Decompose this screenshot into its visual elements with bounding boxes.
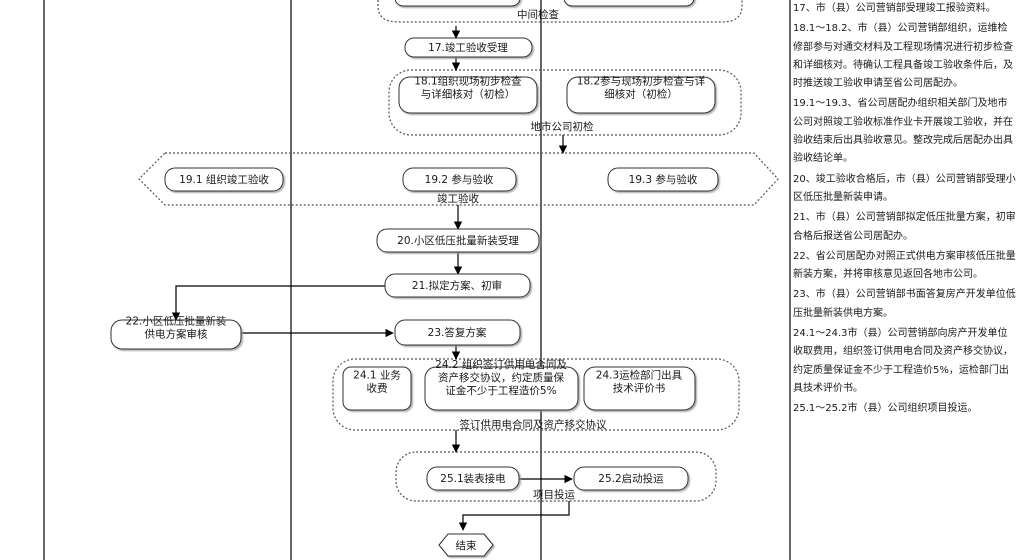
node-label-n181: 18.1组织现场初步检查: [414, 75, 522, 88]
notes-panel: 17、市（县）公司营销部受理竣工报验资料。 18.1～18.2、市（县）公司营销部…: [793, 0, 1017, 560]
group-containers: [138, 0, 779, 502]
note-item: 23、市（县）公司营销部书面答复房产开发单位低压批量新装供电方案。: [793, 289, 1016, 319]
node-label-n251: 25.1装表接电: [440, 472, 506, 485]
node-label-n242: 资产移交协议，约定质量保: [438, 371, 564, 384]
box-24-2: [424, 366, 579, 411]
node-label-n243: 24.3运检部门出具: [596, 369, 683, 382]
node-label-n20: 20.小区低压批量新装受理: [397, 234, 519, 247]
note-item: 24.1～24.3市（县）公司营销部向房产开发单位收取费用，组织签订供用电合同及…: [793, 328, 1013, 394]
note-item: 18.1～18.2、市（县）公司营销部组织，运维检修部参与对通交材料及工程现场情…: [793, 23, 1013, 90]
group-label-contract: 签订供用电合同及资产移交协议: [460, 418, 607, 431]
swimlane-lines: [43, 0, 791, 560]
note-item: 21、市（县）公司营销部拟定低压批量方案，初审合格后报送省公司居配办。: [793, 212, 1016, 242]
node-label-n193: 19.3 参与验收: [629, 173, 698, 186]
group-midcheck: [377, 0, 743, 23]
node-label-n17: 17.竣工验收受理: [428, 41, 508, 54]
group-acceptance: [138, 152, 779, 206]
box-24-3: [583, 366, 696, 411]
box-19-2: [402, 167, 517, 192]
note-item: 17、市（县）公司营销部受理竣工报验资料。: [793, 3, 996, 14]
node-label-n22: 供电方案审核: [145, 328, 208, 341]
connector-line: [171, 285, 385, 321]
group-label-initial-check: 地市公司初检: [531, 120, 594, 133]
flowchart-diagram: 中间检查 地市公司初检 竣工验收 签订供用电合同及资产移交协议 项目投运: [43, 0, 791, 560]
node-label-n192: 19.2 参与验收: [425, 173, 494, 186]
end-terminator: [438, 533, 494, 557]
box-25-2: [573, 466, 689, 491]
group-label-commissioning: 项目投运: [533, 488, 575, 501]
node-label-n21: 21.拟定方案、初审: [412, 279, 502, 292]
box-19-1: [164, 167, 284, 192]
node-label-n22: 22.小区低压批量新装: [126, 315, 227, 328]
group-label-midcheck: 中间检查: [517, 8, 559, 21]
node-label-n242: 证金不少于工程造价5%: [445, 384, 556, 397]
node-label-end: 结束: [456, 539, 477, 552]
node-label-n243: 技术评价书: [613, 382, 666, 395]
partial-box-right: [563, 0, 695, 7]
box-20: [376, 228, 540, 253]
box-22: [110, 319, 242, 350]
box-21: [384, 273, 531, 298]
note-item: 19.1～19.3、省公司居配办组织相关部门及地市公司对照竣工验收标准作业卡开展…: [793, 98, 1013, 165]
partial-box-left: [394, 0, 521, 7]
box-25-1: [426, 466, 520, 491]
box-18-2: [566, 76, 716, 114]
node-label-n242: 24.2 组织签订供用电合同及: [435, 358, 567, 371]
group-commissioning: [395, 451, 717, 502]
box-17: [404, 37, 533, 58]
group-contract: [332, 358, 740, 431]
box-23: [394, 319, 521, 346]
note-item: 22、省公司居配办对照正式供电方案审核低压批量新装方案，并将审核意见返回各地市公…: [793, 250, 1016, 281]
node-label-n181: 与详细核对（初检）: [421, 88, 516, 101]
box-19-3: [607, 167, 719, 192]
group-label-acceptance: 竣工验收: [437, 192, 479, 205]
box-24-1: [342, 366, 412, 411]
process-boxes: [110, 37, 719, 557]
box-18-1: [398, 76, 538, 114]
node-label-n252: 25.2启动投运: [598, 472, 664, 485]
node-label-n191: 19.1 组织竣工验收: [179, 173, 269, 186]
connectors: [171, 26, 573, 531]
top-partial-boxes: [394, 0, 695, 7]
node-label-n182: 细核对（初检）: [604, 88, 678, 101]
node-label-n241: 24.1 业务: [353, 369, 401, 382]
connector-line: [458, 501, 570, 531]
note-item: 25.1～25.2市（县）公司组织项目投运。: [793, 403, 978, 415]
node-label-n23: 23.答复方案: [428, 326, 487, 339]
node-label-n241: 收费: [367, 382, 388, 395]
group-initial-check: [388, 69, 742, 136]
note-item: 20、竣工验收合格后，市（县）公司营销部受理小区低压批量新装申请。: [793, 173, 1016, 203]
node-label-n182: 18.2参与现场初步检查与详: [577, 75, 705, 88]
